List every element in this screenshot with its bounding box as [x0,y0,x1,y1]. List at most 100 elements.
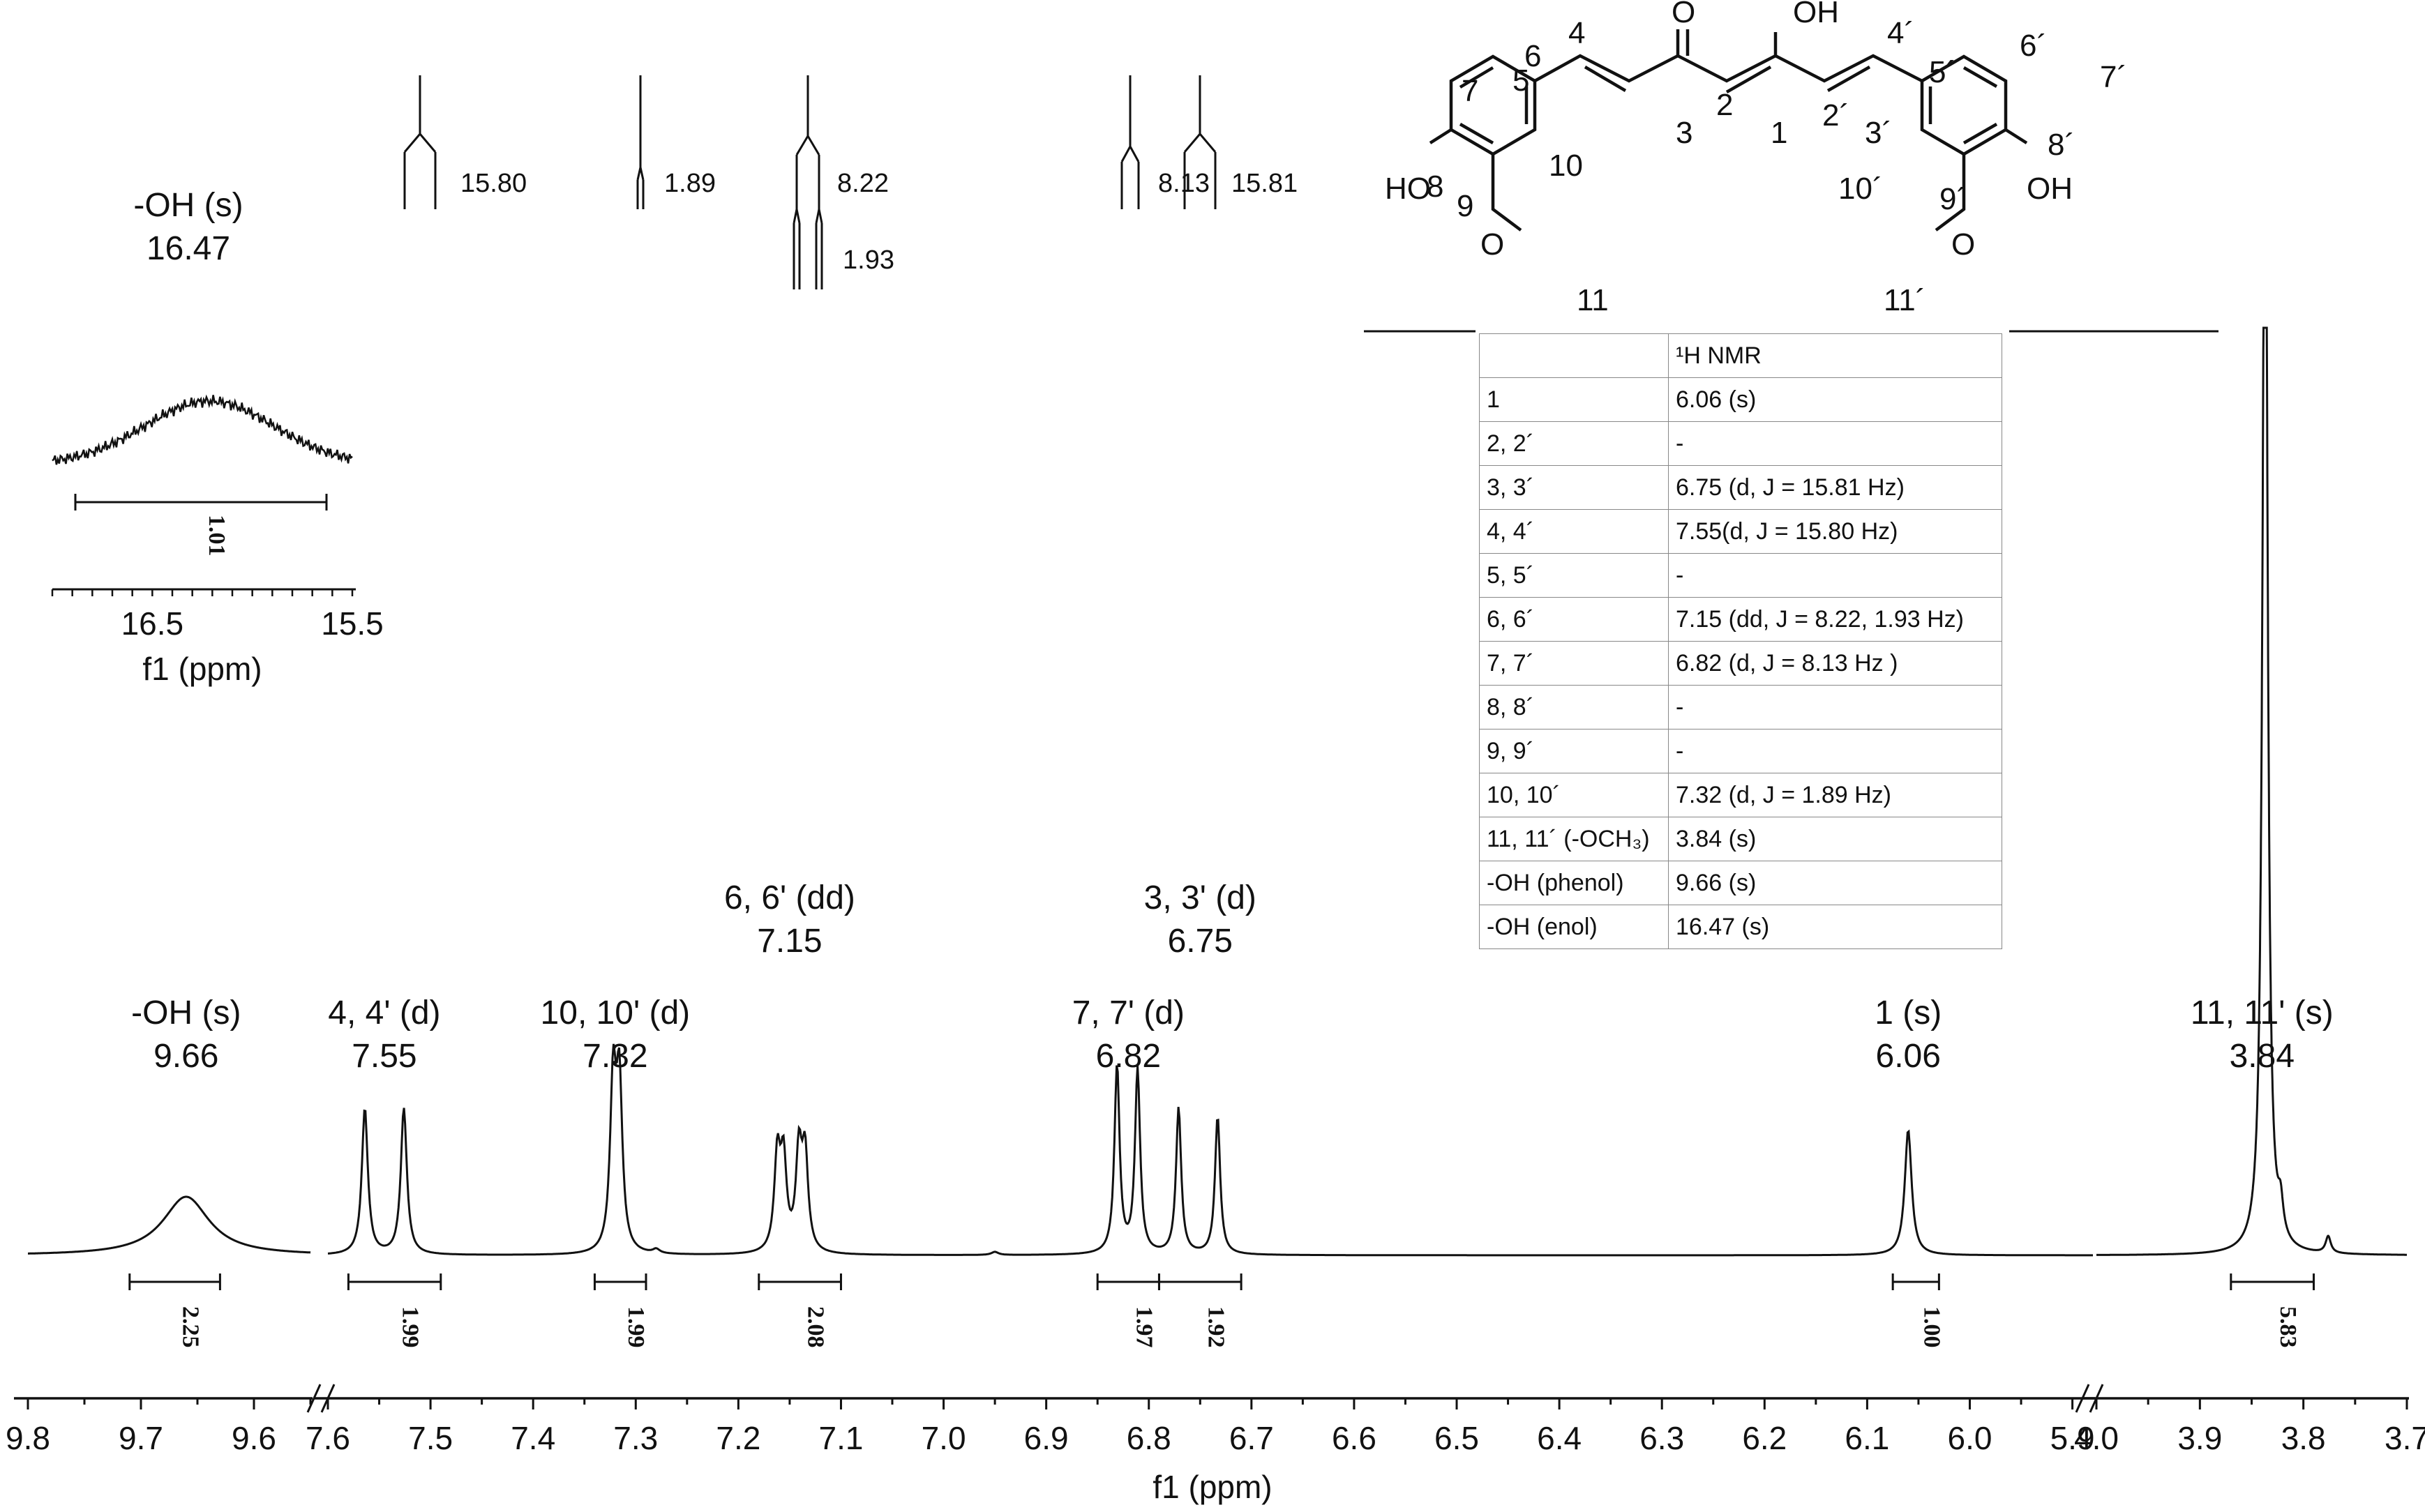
atom-label-10: 10 [1549,149,1583,183]
chain-double-1-2prime [1725,66,1772,93]
table-row: 4, 4´7.55(d, J = 15.80 Hz) [1479,509,2002,554]
integral-value-label: 2.25 [178,1306,204,1348]
axis-break-mark [2075,1384,2090,1413]
peak-annotation-label: 1 (s) [1875,995,1942,1031]
peak-annotation-value: 6.06 [1876,1038,1941,1075]
table-cell-shift: 6.75 (d, J = 15.81 Hz) [1668,465,2002,510]
axis-tick-label: 6.8 [1127,1420,1171,1456]
atom-label-6prime: 6´ [2020,29,2047,63]
atom-label-9prime: 9´ [1939,182,1967,216]
axis-tick-label: 7.6 [306,1420,350,1456]
coupling-tree-line [806,135,820,156]
table-cell-position: 6, 6´ [1479,597,1669,642]
atom-label-2: 2 [1716,88,1733,122]
axis-tick-label: 7.3 [613,1420,658,1456]
table-cell-shift: 7.15 (dd, J = 8.22, 1.93 Hz) [1668,597,2002,642]
axis-tick-label: 6.5 [1434,1420,1479,1456]
inset-integral-label: 1.01 [204,515,230,557]
table-cell-shift: - [1668,685,2002,729]
table-row: 8, 8´- [1479,685,2002,729]
left-oh-bond [1429,128,1452,144]
axis-tick-label: 3.8 [2281,1420,2326,1456]
chain-double-4-3 [1584,66,1627,92]
table-cell-shift: 6.82 (d, J = 8.13 Hz ) [1668,641,2002,686]
table-row: 9, 9´- [1479,729,2002,773]
table-cell-shift: - [1668,421,2002,466]
left-ring-double-3 [1459,123,1494,144]
peak-annotation-value: 9.66 [153,1038,218,1075]
atom-label-4prime: 4´ [1887,16,1914,50]
peak-annotation-label: 3, 3' (d) [1144,879,1256,916]
table-cell-shift: 9.66 (s) [1668,861,2002,905]
table-cell-shift: - [1668,729,2002,773]
phenol-ho-label: HO [1385,172,1431,206]
inset-axis-label: f1 (ppm) [142,651,262,687]
right-ring-double-2 [1962,66,1998,88]
atom-label-9: 9 [1457,189,1473,223]
peak-annotation-value: 6.75 [1168,923,1233,960]
axis-tick-label: 3.9 [2177,1420,2222,1456]
table-cell-position: 1 [1479,377,1669,422]
coupling-tree-line [1129,146,1140,162]
peak-annotation-label: 7, 7' (d) [1072,995,1185,1031]
axis-break-mark [306,1384,322,1413]
table-cell-position: 2, 2´ [1479,421,1669,466]
atom-label-10prime: 10´ [1838,172,1883,206]
chain-double-3prime-4prime [1826,66,1871,92]
chain-bonds [1533,54,1923,83]
table-cell-position: 9, 9´ [1479,729,1669,773]
inset-tick-label: 16.5 [121,605,184,642]
methoxy-o-right: O [1951,227,1975,262]
table-row: 11, 11´ (-OCH₃)3.84 (s) [1479,817,2002,861]
peak-annotation-value: 7.32 [583,1038,647,1075]
peak-annotation-label: -OH (s) [131,995,241,1031]
atom-label-1: 1 [1771,116,1787,150]
axis-break-mark [320,1384,336,1413]
x-axis-label: f1 (ppm) [1153,1469,1272,1505]
atom-label-11prime: 11´ [1884,283,1925,317]
coupling-tree-line [795,209,801,224]
table-cell-position: 8, 8´ [1479,685,1669,729]
axis-tick-label: 6.0 [1948,1420,1992,1456]
peak-annotation-value: 7.15 [757,923,822,960]
table-header-cell: ¹H NMR [1668,333,2002,378]
axis-tick-label: 9.8 [6,1420,50,1456]
table-cell-shift: 16.47 (s) [1668,905,2002,949]
coupling-label: 1.89 [664,169,716,198]
atom-label-2prime: 2´ [1822,98,1849,133]
coupling-label: 1.93 [843,245,894,275]
integral-value-label: 1.00 [1919,1306,1944,1348]
atom-label-5: 5 [1512,63,1529,98]
table-row: 10, 10´7.32 (d, J = 1.89 Hz) [1479,773,2002,817]
axis-tick-label: 6.9 [1024,1420,1069,1456]
table-row: -OH (phenol)9.66 (s) [1479,861,2002,905]
coupling-label: 15.80 [460,169,527,198]
axis-tick-label: 5.9 [2050,1420,2095,1456]
atom-label-4: 4 [1568,16,1585,50]
left-methoxy-bonds [1491,154,1522,232]
table-header-cell [1479,333,1669,378]
peak-annotation-label: 6, 6' (dd) [724,879,855,916]
enol-oh-label: OH [1793,0,1839,29]
left-ring-double-2 [1459,66,1494,89]
spectrum-trace-segment [28,1195,311,1255]
atom-label-7prime: 7´ [2100,60,2127,94]
table-row: 3, 3´6.75 (d, J = 15.81 Hz) [1479,465,2002,510]
table-cell-shift: 3.84 (s) [1668,817,2002,861]
axis-tick-label: 7.4 [511,1420,555,1456]
coupling-label: 8.13 [1158,169,1210,198]
table-cell-position: 7, 7´ [1479,641,1669,686]
inset-title: -OH (s) [133,187,243,224]
table-cell-shift: 7.32 (d, J = 1.89 Hz) [1668,773,2002,817]
right-ring-double-3 [1962,123,1998,144]
carbonyl-oxygen-label: O [1672,0,1695,29]
table-cell-position: 10, 10´ [1479,773,1669,817]
integral-value-label: 1.92 [1203,1306,1229,1348]
